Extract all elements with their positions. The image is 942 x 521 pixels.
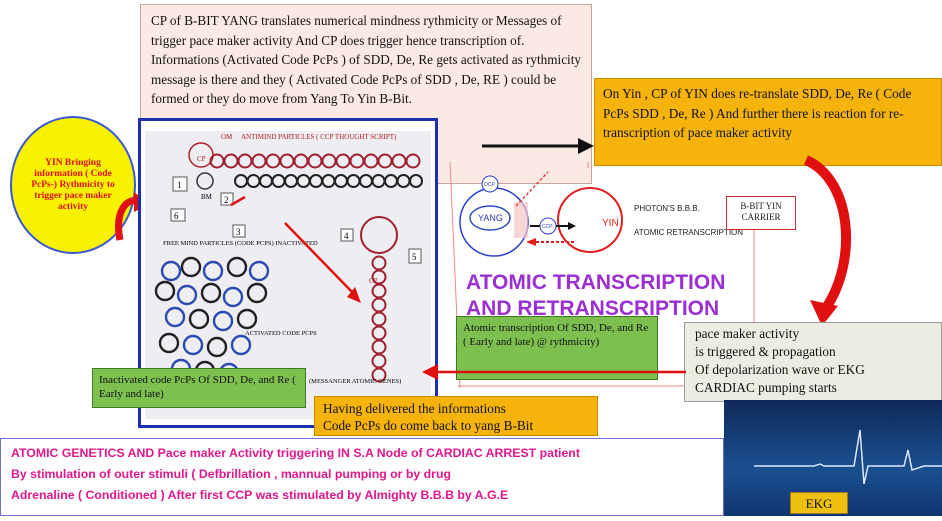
vertical-particle-chain xyxy=(371,255,387,383)
particle-circle xyxy=(200,282,222,304)
particle-circle xyxy=(180,256,202,278)
red-curve-arrow-right xyxy=(803,155,852,326)
ekg-label: EKG xyxy=(790,492,848,514)
yang-yin-diagram: YANG OCP CCP YIN xyxy=(459,171,623,257)
delivered-line-1: Having delivered the informations xyxy=(323,401,506,416)
banner-line-2: By stimulation of outer stimuli ( Defbri… xyxy=(11,467,451,481)
label-activated-code: ACTIVATED CODE PCPS xyxy=(245,330,317,337)
particle-circle xyxy=(202,260,224,282)
label-photons: PHOTON'S B.B.B. xyxy=(634,204,700,213)
particle-circle xyxy=(206,336,228,358)
label-messenger: (MESSANGER ATOMIC GENES) xyxy=(309,378,401,385)
ekg-trace xyxy=(754,429,942,485)
label-cp: CP xyxy=(197,155,206,163)
particle-circle xyxy=(371,367,387,383)
particle-circle xyxy=(222,286,244,308)
label-yang: YANG xyxy=(478,213,503,223)
yang-yin-schematic: YANG OCP CCP YIN PHOTON'S B.B.B. ATOMIC … xyxy=(456,166,743,284)
black-arrow-right xyxy=(482,138,594,154)
yin-bubble: YIN Bringing information ( Code PcPs-) R… xyxy=(10,116,136,254)
delivered-info-box: Having delivered the informations Code P… xyxy=(314,396,598,436)
banner-line-3: Adrenaline ( Conditioned ) After first C… xyxy=(11,488,509,502)
red-particle-row xyxy=(209,153,421,169)
particle-circle xyxy=(405,153,421,169)
pacemaker-activity-box: pace maker activity is triggered & propa… xyxy=(684,322,942,402)
particle-circle xyxy=(230,334,252,356)
ekg-label-text: EKG xyxy=(805,496,833,511)
atomic-transcription-title: ATOMIC TRANSCRIPTION AND RETRANSCRIPTION xyxy=(466,270,746,322)
label-n3: 3 xyxy=(236,227,241,237)
atomic-transcription-note-text: Atomic transcription Of SDD, De, and Re … xyxy=(463,322,649,348)
inactivated-code-note: Inactivated code PcPs Of SDD, De, and Re… xyxy=(92,368,306,408)
particle-circle xyxy=(236,308,258,330)
pace-line-3: Of depolarization wave or EKG xyxy=(695,362,865,377)
particle-circle xyxy=(248,260,270,282)
black-particle-row xyxy=(234,174,423,188)
red-arrow-left xyxy=(422,364,686,380)
label-yin: YIN xyxy=(602,218,619,229)
bbit-yin-carrier-box: B-BIT YIN CARRIER xyxy=(726,196,796,230)
particle-circle xyxy=(226,256,248,278)
bbit-yin-carrier-text: B-BIT YIN CARRIER xyxy=(740,201,782,222)
particle-circle xyxy=(409,174,423,188)
particle-circle xyxy=(160,260,182,282)
label-ocp: OCP xyxy=(484,182,496,188)
particle-circle xyxy=(176,284,198,306)
yin-bubble-text: YIN Bringing information ( Code PcPs-) R… xyxy=(31,157,115,212)
atomic-title-line2: AND RETRANSCRIPTION xyxy=(466,297,720,320)
particle-circle xyxy=(158,332,180,354)
atomic-transcription-note: Atomic transcription Of SDD, De, and Re … xyxy=(456,316,658,380)
pace-line-1: pace maker activity xyxy=(695,326,800,341)
label-atomic-retranscription: ATOMIC RETRANSCRIPTION xyxy=(634,228,744,237)
particle-circle xyxy=(154,280,176,302)
label-antimind-header: ANTIMIND PARTICLES ( CCP THOUGHT SCRIPT) xyxy=(241,133,397,141)
yin-note-box: On Yin , CP of YIN does re-translate SDD… xyxy=(594,78,942,166)
yin-note-text: On Yin , CP of YIN does re-translate SDD… xyxy=(603,86,912,140)
atomic-title-line1: ATOMIC TRANSCRIPTION xyxy=(466,271,726,294)
antimind-diagram-panel: 1 2 3 4 5 6 OM ANTIMIND PARTICLES ( CCP … xyxy=(138,118,438,428)
pace-line-2: is triggered & propagation xyxy=(695,344,836,359)
pace-line-4: CARDIAC pumping starts xyxy=(695,380,837,395)
bottom-summary-banner: ATOMIC GENETICS AND Pace maker Activity … xyxy=(0,438,724,516)
particle-circle xyxy=(182,334,204,356)
top-note-text: CP of B-BIT YANG translates numerical mi… xyxy=(151,13,581,106)
label-n6: 6 xyxy=(174,211,179,221)
delivered-line-2: Code PcPs do come back to yang B-Bit xyxy=(323,418,534,433)
label-n1: 1 xyxy=(177,180,182,190)
particle-circle xyxy=(188,308,210,330)
label-ccp: CCP xyxy=(542,224,553,230)
particle-circle xyxy=(246,282,268,304)
banner-line-1: ATOMIC GENETICS AND Pace maker Activity … xyxy=(11,446,580,460)
label-n2: 2 xyxy=(224,195,229,205)
label-free-mind: FREE MIND PARTICLES (CODE PCPS) INACTIVA… xyxy=(163,240,318,247)
particle-circle xyxy=(212,310,234,332)
particle-circle xyxy=(164,306,186,328)
label-n4: 4 xyxy=(344,231,349,241)
label-n5: 5 xyxy=(412,252,417,262)
inactivated-code-note-text: Inactivated code PcPs Of SDD, De, and Re… xyxy=(99,374,296,400)
label-bm: BM xyxy=(201,193,213,201)
label-om: OM xyxy=(221,133,233,141)
